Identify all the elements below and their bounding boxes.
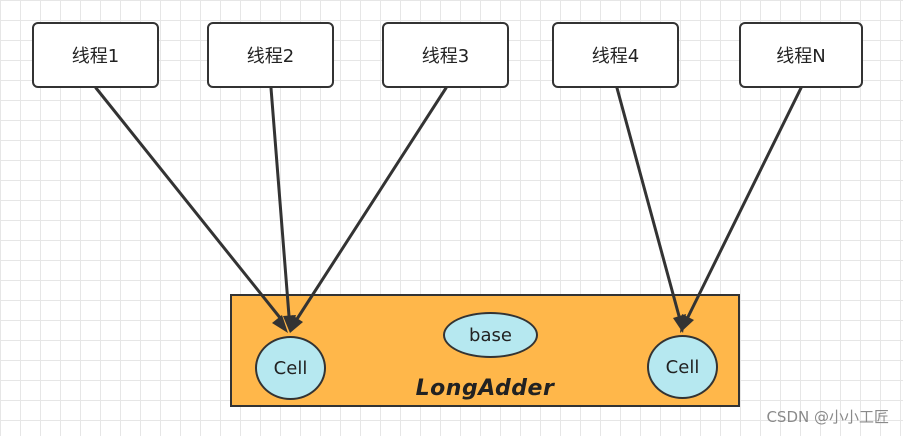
thread-2-label: 线程2 bbox=[246, 46, 295, 67]
csdn-watermark: CSDN @小小工匠 bbox=[766, 408, 889, 426]
cell-right-label: Cell bbox=[665, 356, 700, 378]
arrowhead-thread1 bbox=[272, 315, 288, 333]
arrow-thread2-to-cell bbox=[269, 86, 291, 318]
arrow-thread1-to-cell bbox=[94, 86, 283, 321]
base-label: base bbox=[469, 324, 512, 346]
thread-3-label: 线程3 bbox=[421, 46, 470, 67]
base-ellipse: base bbox=[443, 312, 538, 358]
cell-left: Cell bbox=[255, 336, 326, 400]
longadder-title: LongAdder bbox=[415, 376, 555, 401]
thread-1-node: 线程1 bbox=[32, 22, 159, 88]
cell-left-label: Cell bbox=[273, 357, 308, 379]
arrowhead-threadn bbox=[680, 314, 694, 333]
cell-right: Cell bbox=[647, 335, 718, 399]
thread-n-node: 线程N bbox=[739, 22, 863, 88]
arrow-thread3-to-cell bbox=[295, 86, 448, 321]
arrowhead-thread3 bbox=[290, 315, 303, 333]
arrow-thread4-to-cell bbox=[615, 86, 681, 318]
arrow-threadn-to-cell bbox=[686, 86, 803, 319]
thread-4-label: 线程4 bbox=[591, 46, 640, 67]
thread-4-node: 线程4 bbox=[552, 22, 679, 88]
thread-3-node: 线程3 bbox=[382, 22, 509, 88]
thread-1-label: 线程1 bbox=[71, 46, 120, 67]
thread-n-label: 线程N bbox=[776, 46, 826, 67]
